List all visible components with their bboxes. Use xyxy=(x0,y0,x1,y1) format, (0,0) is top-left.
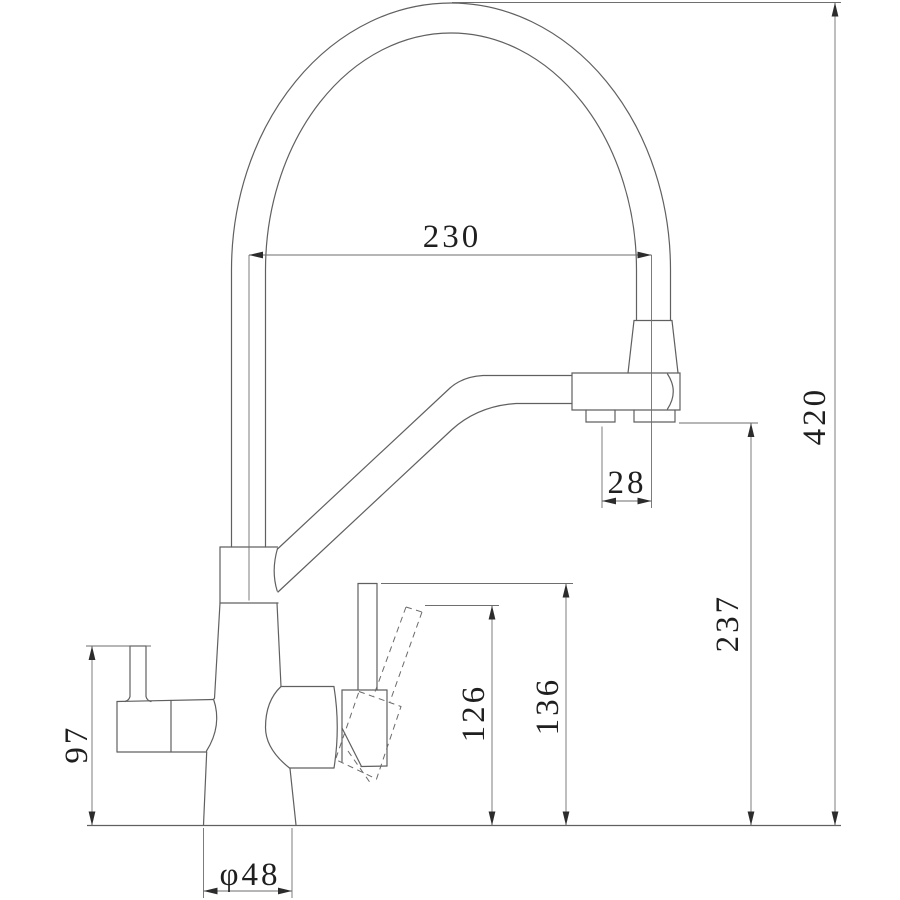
dim-28-label: 28 xyxy=(607,465,647,501)
outlet-tab-right xyxy=(633,409,676,423)
dim-126-label: 126 xyxy=(455,683,492,743)
swivel-arm xyxy=(276,374,573,593)
dim-237-label: 237 xyxy=(709,593,746,653)
dim-230-label: 230 xyxy=(422,219,482,255)
dimension-lines xyxy=(86,2,841,898)
outlet-tab-left xyxy=(585,409,616,423)
spray-head xyxy=(571,319,681,423)
dim-420-label: 420 xyxy=(796,386,833,446)
mixer-lever-solid xyxy=(341,582,388,768)
dim-diameter-48-label: φ48 xyxy=(219,857,281,893)
dim-136-label: 136 xyxy=(529,676,566,736)
filter-handle xyxy=(116,645,215,753)
spout-tube xyxy=(230,2,672,548)
dim-97-label: 97 xyxy=(58,724,95,764)
mixer-lever-dashed xyxy=(334,606,423,783)
faucet-body xyxy=(202,602,338,826)
faucet-outline xyxy=(116,2,681,826)
dimension-arrows xyxy=(88,2,839,895)
